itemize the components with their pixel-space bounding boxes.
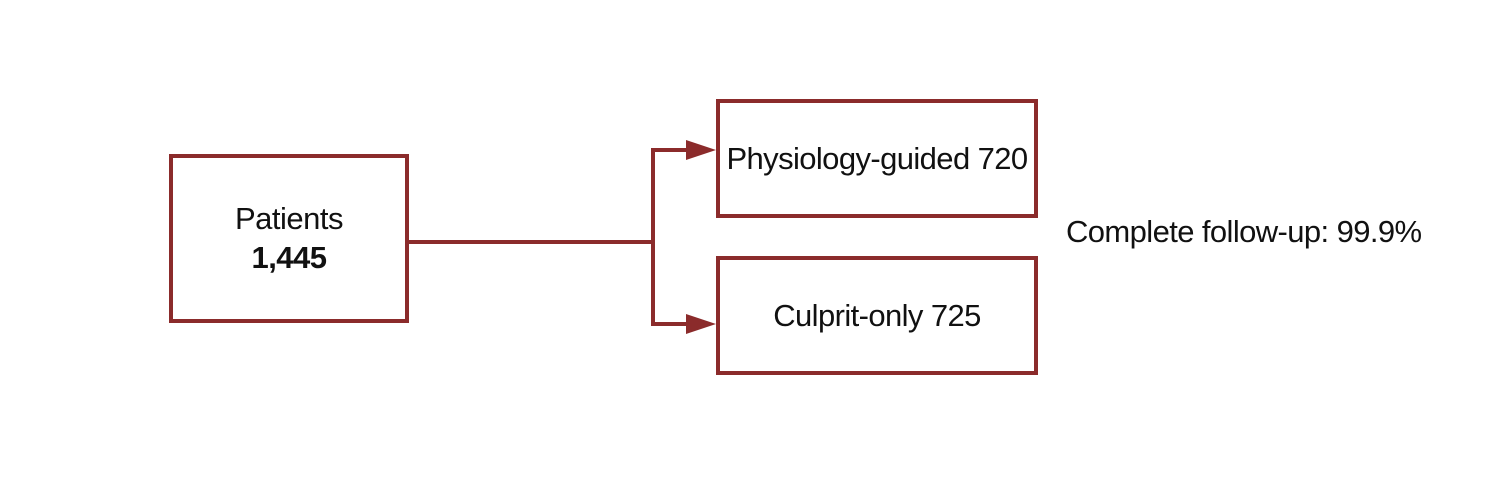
- arrowhead-physiology-guided: [686, 140, 716, 160]
- physiology-guided-label: Physiology-guided 720: [726, 140, 1028, 176]
- physiology-guided-box: Physiology-guided 720: [716, 99, 1038, 218]
- patients-box: Patients 1,445: [169, 154, 409, 323]
- arrowhead-culprit-only: [686, 314, 716, 334]
- culprit-only-box: Culprit-only 725: [716, 256, 1038, 375]
- culprit-only-label: Culprit-only 725: [773, 297, 981, 333]
- patients-label: Patients: [234, 200, 344, 236]
- followup-note: Complete follow-up: 99.9%: [1066, 214, 1422, 249]
- patients-count: 1,445: [251, 239, 327, 275]
